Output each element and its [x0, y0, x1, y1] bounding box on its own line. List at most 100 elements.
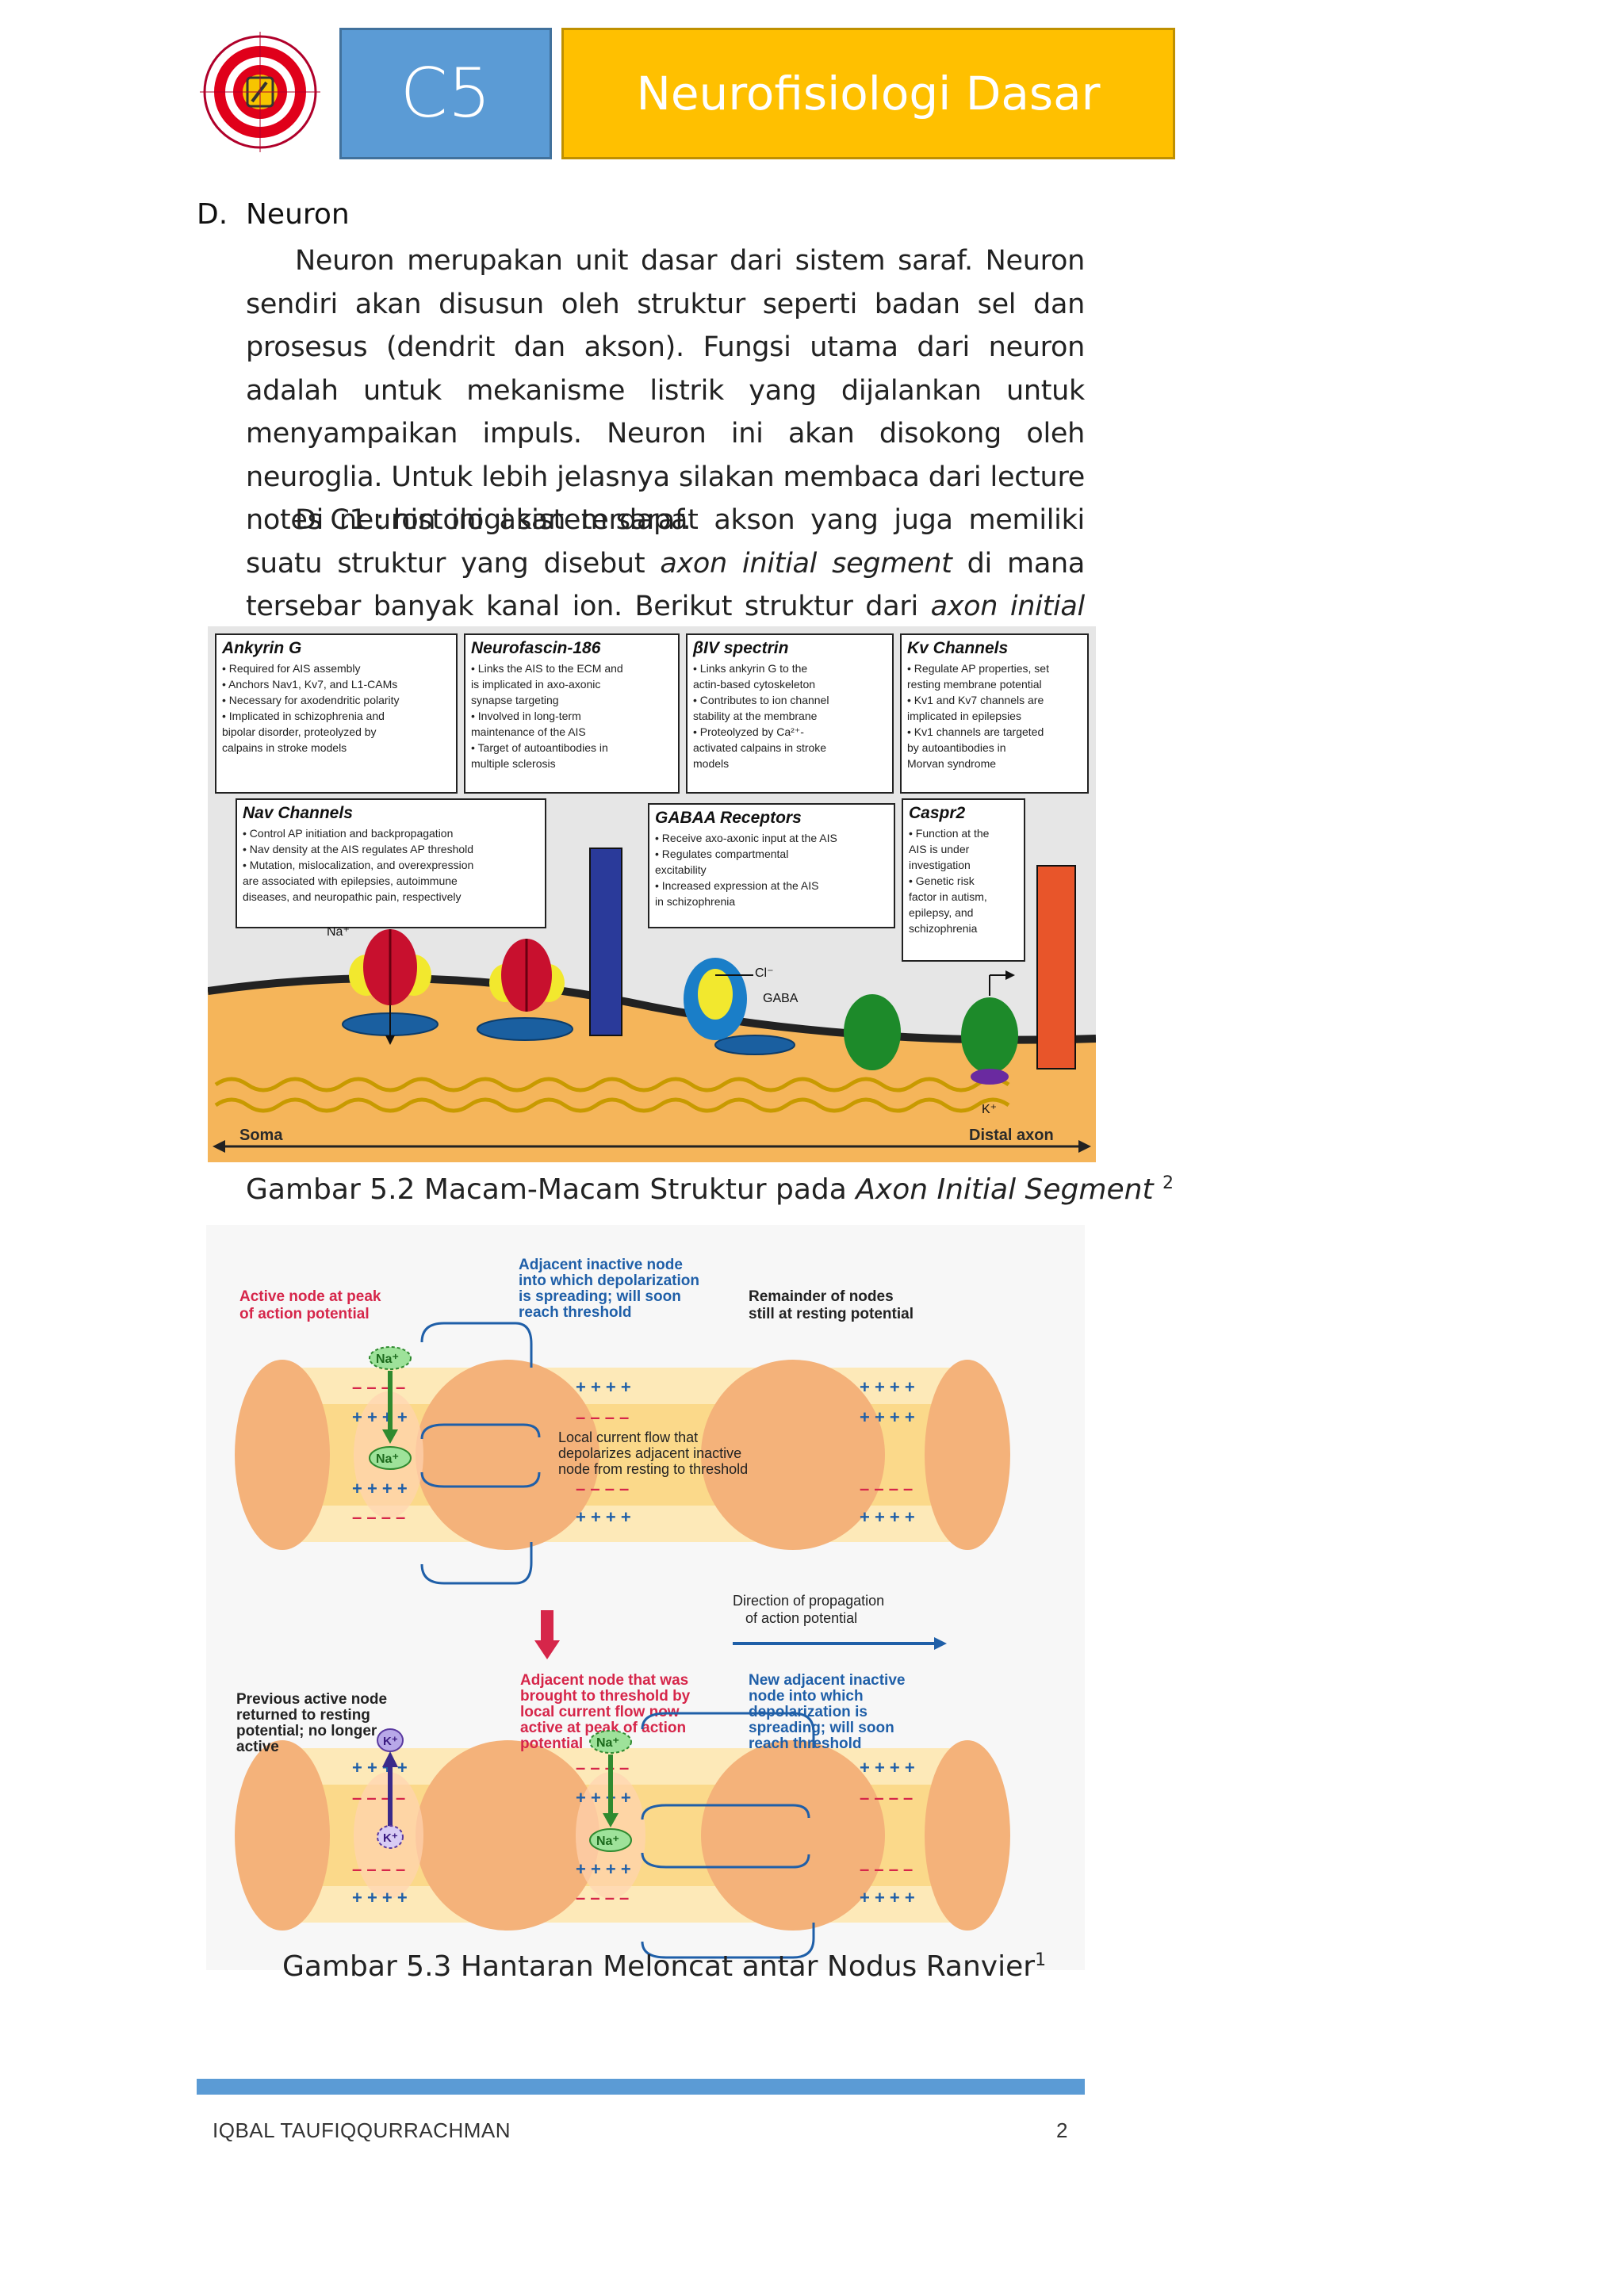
neurofascin-186-line: • Links the AIS to the ECM and	[471, 662, 623, 675]
charge-bot-6: + + + +	[576, 1788, 631, 1808]
charge-bot-9: + + + +	[860, 1758, 915, 1777]
paragraph-2: Di neuron ini akan terdapat akson yang j…	[246, 499, 1085, 672]
caption-1-em: Axon Initial Segment	[856, 1173, 1154, 1206]
charge-bot-10: – – – –	[860, 1788, 913, 1808]
distal-axon-label: Distal axon	[969, 1127, 1054, 1144]
charge-bot-11: – – – –	[860, 1859, 913, 1879]
section-title: Neuron	[246, 198, 350, 231]
gabaa-receptors-line: in schizophrenia	[655, 895, 735, 908]
label-active-node: Active node at peak of action potential	[239, 1288, 385, 1322]
charge-bot-8: – – – –	[576, 1888, 629, 1908]
caspr2-line: epilepsy, and	[909, 906, 973, 919]
p2-text-a: Di neuron ini akan terdapat akson yang j…	[246, 504, 1085, 580]
biv-spectrin-line: • Contributes to ion channel	[693, 694, 829, 706]
charge-bot-3: – – – –	[352, 1859, 405, 1879]
ankyrin-g-line: • Necessary for axodendritic polarity	[222, 694, 400, 706]
biv-spectrin-title: βIV spectrin	[692, 639, 788, 657]
paragraph-1: Neuron merupakan unit dasar dari sistem …	[246, 239, 1085, 542]
charge-top-1: – – – –	[352, 1377, 405, 1397]
caption-2-text: Gambar 5.3 Hantaran Meloncat antar Nodus…	[282, 1950, 1036, 1983]
charge-top-6: – – – –	[576, 1407, 629, 1427]
gabaa-receptors-line: • Regulates compartmental	[655, 848, 788, 860]
charge-bot-4: + + + +	[352, 1888, 408, 1908]
charge-top-11: – – – –	[860, 1479, 913, 1498]
figure-1-caption: Gambar 5.2 Macam-Macam Struktur pada Axo…	[246, 1173, 1174, 1206]
gabaa-receptors-line: • Receive axo-axonic input at the AIS	[655, 832, 837, 844]
nav-channel-2	[489, 939, 565, 1012]
caspr2-line: schizophrenia	[909, 922, 978, 935]
charge-top-8: + + + +	[576, 1507, 631, 1527]
biv-spectrin-line: • Links ankyrin G to the	[693, 662, 807, 675]
caption-2-ref: 1	[1035, 1950, 1047, 1970]
ankyrin-g-line: • Anchors Nav1, Kv7, and L1-CAMs	[222, 678, 397, 691]
kv-channels-line: resting membrane potential	[907, 678, 1042, 691]
footer-author: IQBAL TAUFIQQURRACHMAN	[213, 2118, 511, 2142]
kv-channels-line: Morvan syndrome	[907, 757, 996, 770]
biv-spectrin-line: models	[693, 757, 729, 770]
nav-channels-box: Nav Channels• Control AP initiation and …	[236, 798, 546, 928]
kv-channels-line: • Kv1 and Kv7 channels are	[907, 694, 1044, 706]
nav-channels-line: are associated with epilepsies, autoimmu…	[243, 874, 458, 887]
caspr2-line: • Genetic risk	[909, 874, 975, 887]
nav-channels-line: diseases, and neuropathic pain, respecti…	[243, 890, 462, 903]
label-remainder: Remainder of nodes still at resting pote…	[749, 1288, 914, 1322]
na-ion-top-1: Na⁺	[376, 1353, 399, 1366]
charge-top-2: + + + +	[352, 1407, 408, 1427]
ankyrin-g-line: • Implicated in schizophrenia and	[222, 710, 385, 722]
footer-bar	[197, 2079, 1085, 2095]
page-number: 2	[1056, 2118, 1068, 2142]
biv-spectrin-line: activated calpains in stroke	[693, 741, 826, 754]
biv-spectrin-line: • Proteolyzed by Ca²⁺-	[693, 725, 804, 738]
ankyrin-g-title: Ankyrin G	[221, 639, 301, 657]
gaba-label: GABA	[763, 992, 799, 1005]
chapter-title: Neurofisiologi Dasar	[561, 28, 1175, 159]
charge-bot-12: + + + +	[860, 1888, 915, 1908]
section-letter: D.	[197, 198, 228, 231]
charge-top-10: + + + +	[860, 1407, 915, 1427]
gabaa-receptors-title: GABAA Receptors	[655, 809, 802, 827]
label-local-current: Local current flow that depolarizes adja…	[558, 1429, 748, 1477]
biv-spectrin-line: stability at the membrane	[693, 710, 818, 722]
na-ion-bot-2: Na⁺	[596, 1835, 619, 1848]
na-ion-bot-1: Na⁺	[596, 1736, 619, 1750]
charge-bot-5: – – – –	[576, 1758, 629, 1777]
p2-text-b: di mana tersebar banyak kanal ion. Berik…	[246, 547, 1085, 623]
k-label: K⁺	[982, 1103, 997, 1116]
charge-top-4: – – – –	[352, 1507, 405, 1527]
p2-em-1: axon initial segment	[660, 547, 952, 580]
charge-top-9: + + + +	[860, 1377, 915, 1397]
label-previous-node: Previous active node returned to resting…	[236, 1691, 391, 1755]
label-brought-threshold: Adjacent node that was brought to thresh…	[520, 1672, 695, 1752]
caspr2-line: investigation	[909, 859, 971, 871]
na-ion-top-2: Na⁺	[376, 1452, 399, 1466]
figure-ais: Soma Distal axon Ankyrin G• Required for…	[208, 626, 1096, 1162]
gabaa-receptors-box: GABAA Receptors • Receive axo-axonic inpu…	[648, 803, 895, 928]
charge-bot-2: – – – –	[352, 1788, 405, 1808]
paragraph-1-text: Neuron merupakan unit dasar dari sistem …	[246, 245, 1085, 536]
na-label: Na⁺	[327, 925, 350, 939]
caspr2-line: factor in autism,	[909, 890, 987, 903]
neurofascin-186-line: is implicated in axo-axonic	[471, 678, 600, 691]
charge-top-3: + + + +	[352, 1479, 408, 1498]
logo	[200, 32, 320, 152]
axon-top	[235, 1360, 1010, 1550]
biv-spectrin-box: βIV spectrin • Links ankyrin G to the act…	[686, 633, 894, 794]
charge-bot-1: + + + +	[352, 1758, 408, 1777]
neurofascin-186-box: Neurofascin-186 • Links the AIS to the EC…	[464, 633, 680, 794]
biv-spectrin-line: actin-based cytoskeleton	[693, 678, 815, 691]
k-ion-1: K⁺	[383, 1735, 398, 1748]
neurofascin-186-title: Neurofascin-186	[471, 639, 601, 657]
figure-saltatory: Active node at peak of action potential …	[206, 1225, 1085, 1970]
nav-channels-line: • Mutation, mislocalization, and overexp…	[243, 859, 473, 871]
gaba-receptor	[684, 958, 747, 1040]
kv-channels-line: by autoantibodies in	[907, 741, 1006, 754]
neurofascin-186-line: multiple sclerosis	[471, 757, 556, 770]
nav-channel-1	[349, 929, 431, 1005]
caption-1-text: Gambar 5.2 Macam-Macam Struktur pada	[246, 1173, 856, 1206]
caspr2-title: Caspr2	[909, 804, 966, 822]
neurofascin-186-line: synapse targeting	[471, 694, 559, 706]
caspr2-line: AIS is under	[909, 843, 970, 855]
kv-channels-title: Kv Channels	[907, 639, 1008, 657]
charge-top-12: + + + +	[860, 1507, 915, 1527]
chapter-box: C5	[339, 28, 552, 159]
